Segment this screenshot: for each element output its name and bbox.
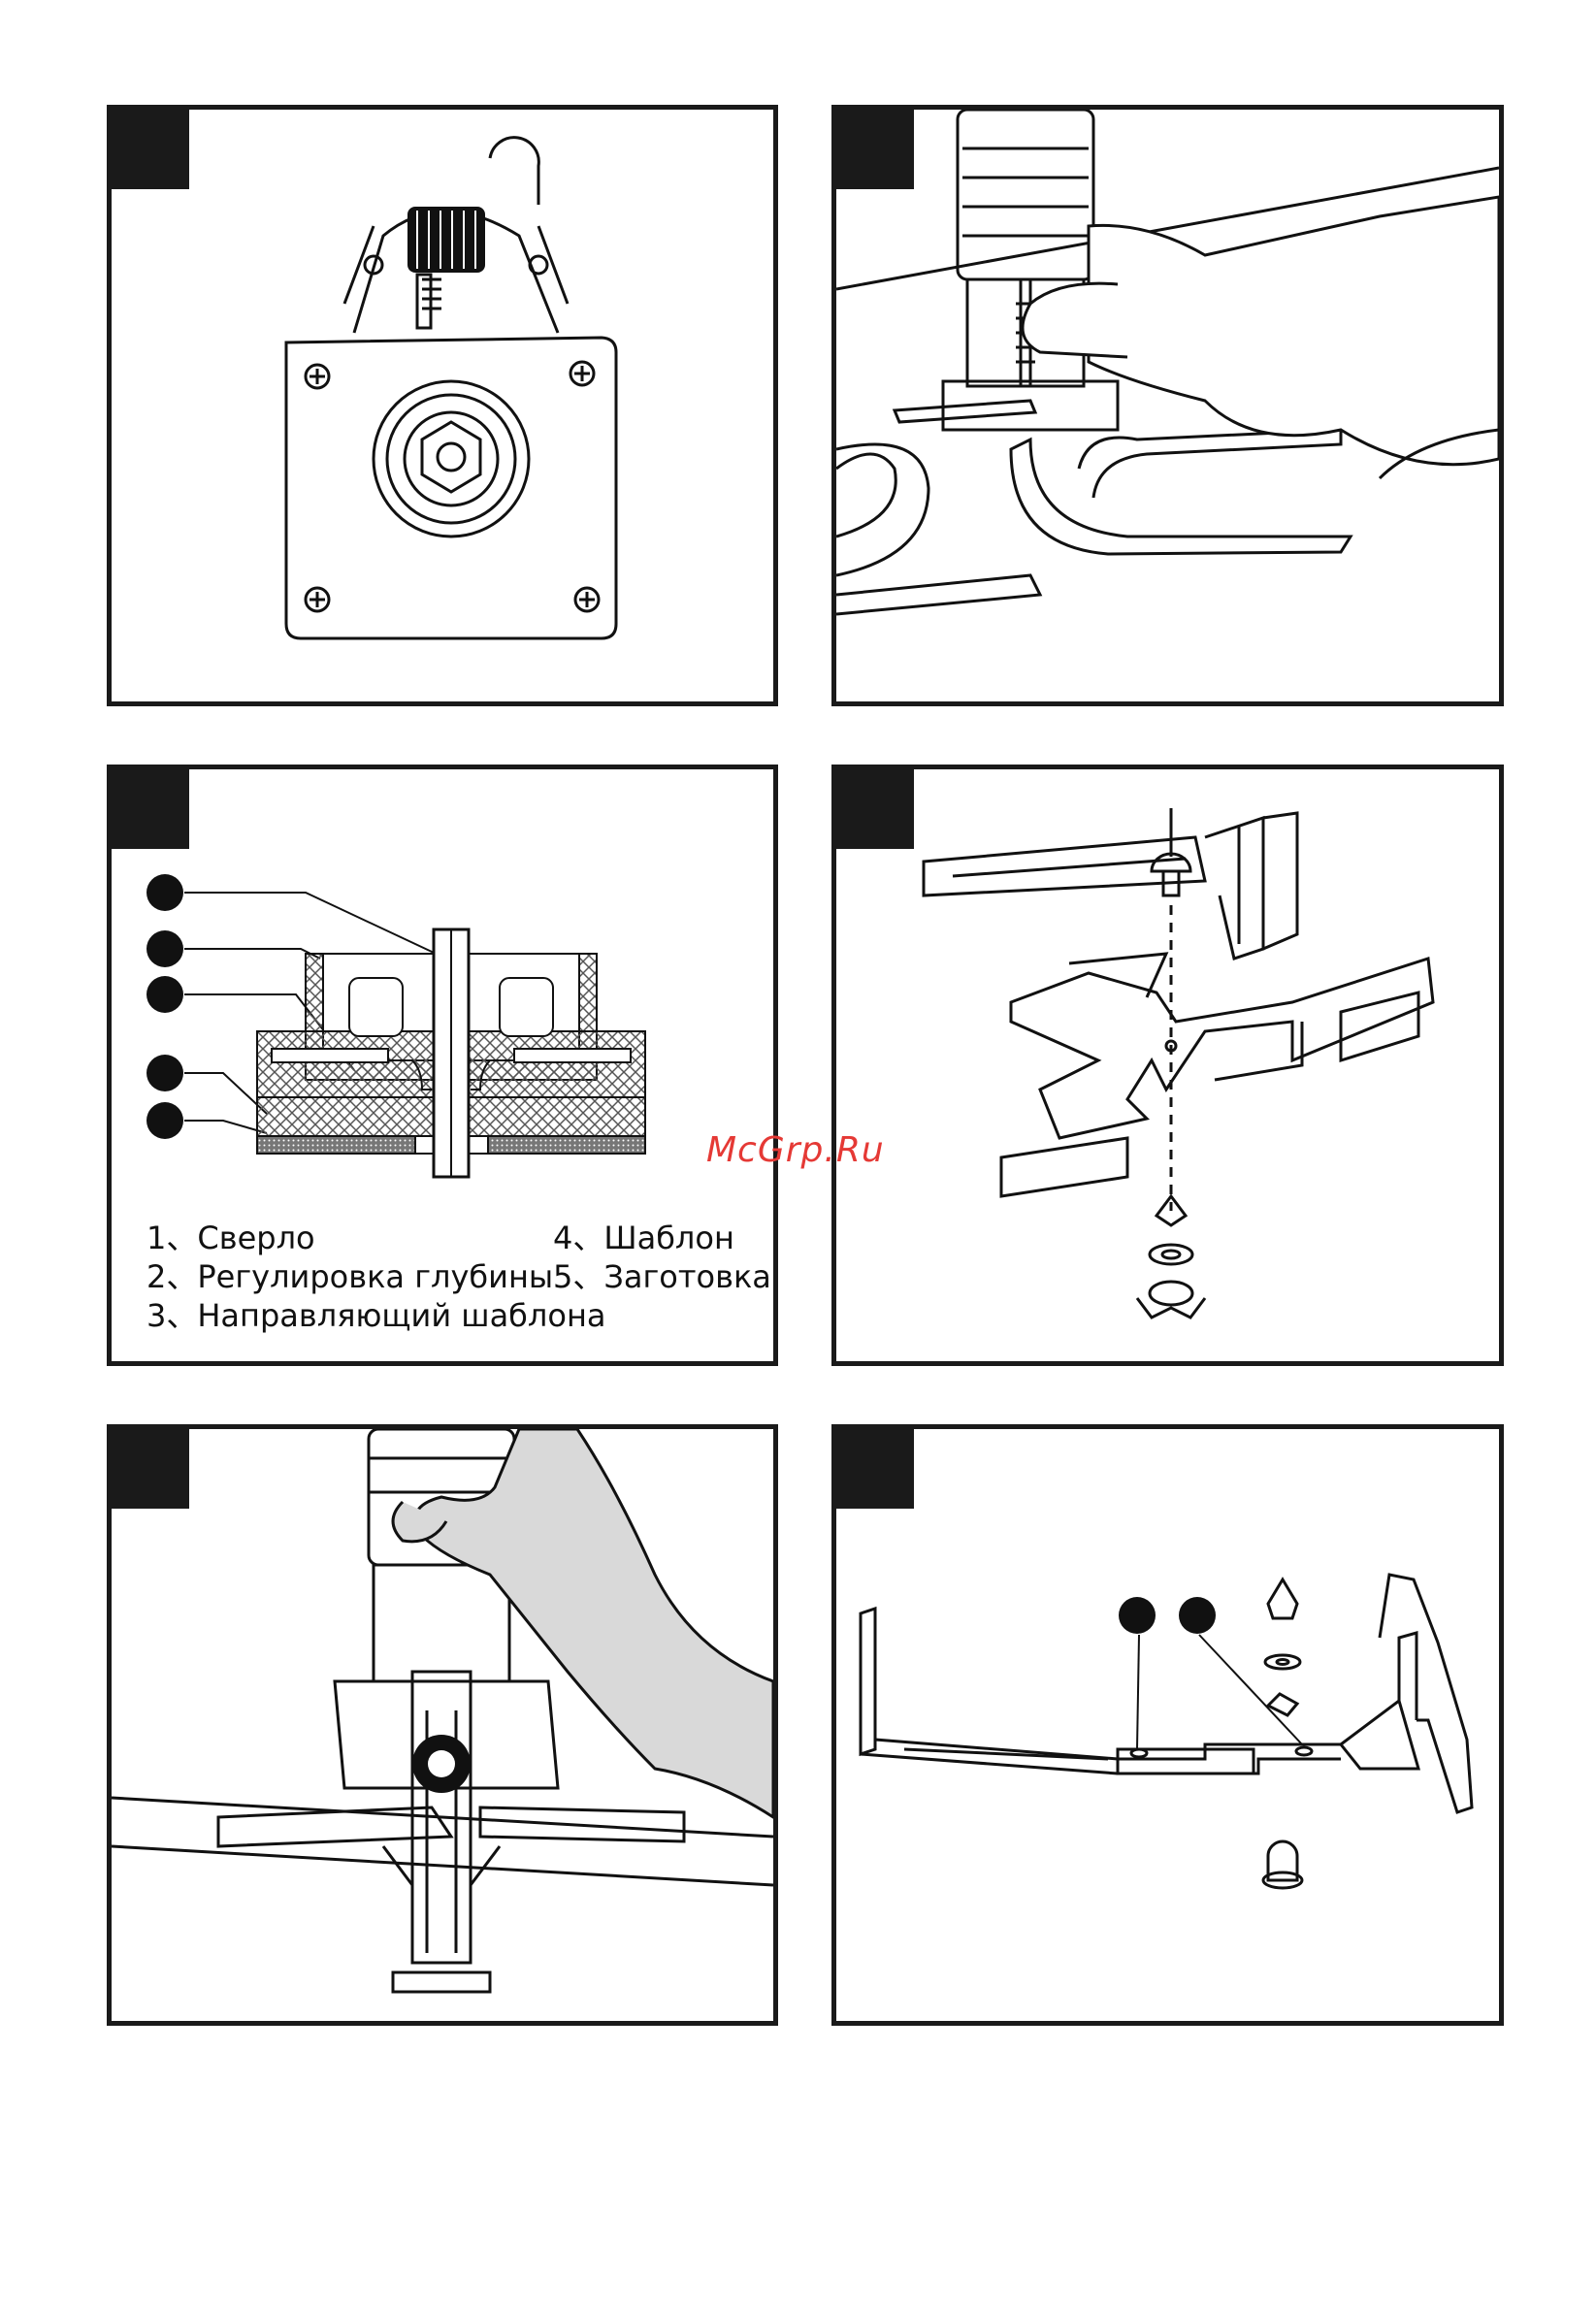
callout-3-dot	[147, 976, 183, 1013]
figure-1-router-base	[107, 105, 778, 706]
legend-item-template: 4、Шаблон	[553, 1219, 734, 1257]
figure-4-guide-assembly	[831, 765, 1504, 1366]
template-routing-illustration	[836, 110, 1499, 701]
figure-5-router-with-guide	[107, 1424, 778, 2026]
legend-item-template-guide: 3、Направляющий шаблона	[147, 1296, 605, 1335]
figure-6-guide-rail	[831, 1424, 1504, 2026]
watermark-text: McGrp.Ru	[706, 1130, 885, 1170]
figure-2-template-routing	[831, 105, 1504, 706]
guide-rail-illustration	[836, 1429, 1499, 2021]
router-with-guide-illustration	[112, 1429, 773, 2021]
figure-3-cross-section: 1、Сверло 2、Регулировка глубины 3、Направл…	[107, 765, 778, 1366]
callout-b-dot	[1179, 1597, 1216, 1634]
legend-item-drill-bit: 1、Сверло	[147, 1219, 315, 1257]
callout-a-dot	[1119, 1597, 1156, 1634]
router-base-illustration	[112, 110, 773, 701]
callout-1-dot	[147, 874, 183, 911]
legend-item-workpiece: 5、Заготовка	[553, 1257, 771, 1296]
legend-item-depth-adjust: 2、Регулировка глубины	[147, 1257, 553, 1296]
callout-4-dot	[147, 1055, 183, 1091]
guide-assembly-illustration	[836, 769, 1499, 1361]
callout-5-dot	[147, 1102, 183, 1139]
callout-2-dot	[147, 930, 183, 967]
